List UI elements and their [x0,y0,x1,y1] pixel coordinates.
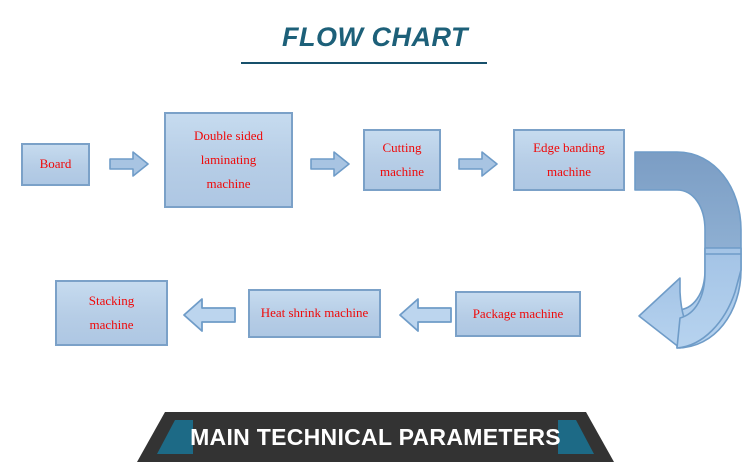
arrow-uturn-edge-to-package [633,150,748,350]
process-box-laminating-line-1: laminating [200,151,257,167]
process-box-laminating[interactable]: Double sided laminating machine [164,112,293,208]
arrow-left-package-to-heat [398,297,452,333]
process-box-cutting-line-1: machine [379,164,425,179]
process-box-edge-banding-line-1: machine [546,164,592,179]
process-box-heat-shrink-line-0: Heat shrink machine [260,305,369,321]
arrow-left-heat-to-stacking [182,297,236,333]
banner-title: MAIN TECHNICAL PARAMETERS [190,423,561,450]
process-box-stacking-line-0: Stacking [88,292,135,308]
process-box-laminating-line-0: Double sided [194,127,263,143]
process-box-package[interactable]: Package machine [455,291,581,337]
arrow-right-laminating-to-cutting [310,150,350,178]
process-box-package-line-0: Package machine [472,305,564,321]
main-technical-parameters-banner: MAIN TECHNICAL PARAMETERS [137,412,614,462]
process-box-stacking[interactable]: Stacking machine [55,280,168,346]
process-box-heat-shrink[interactable]: Heat shrink machine [248,289,381,338]
arrow-right-board-to-laminating [109,150,149,178]
process-box-edge-banding-line-0: Edge banding [533,139,605,155]
process-box-cutting-line-0: Cutting [382,139,422,155]
process-box-cutting[interactable]: Cutting machine [363,129,441,191]
process-box-laminating-line-2: machine [206,176,251,192]
process-box-stacking-line-1: machine [89,317,134,332]
arrow-right-cutting-to-edge [458,150,498,178]
process-box-edge-banding[interactable]: Edge banding machine [513,129,625,191]
process-box-board[interactable]: Board [21,143,90,186]
process-box-board-line-0: Board [39,156,72,172]
page-title: FLOW CHART [282,22,468,52]
title-underline [241,62,487,64]
